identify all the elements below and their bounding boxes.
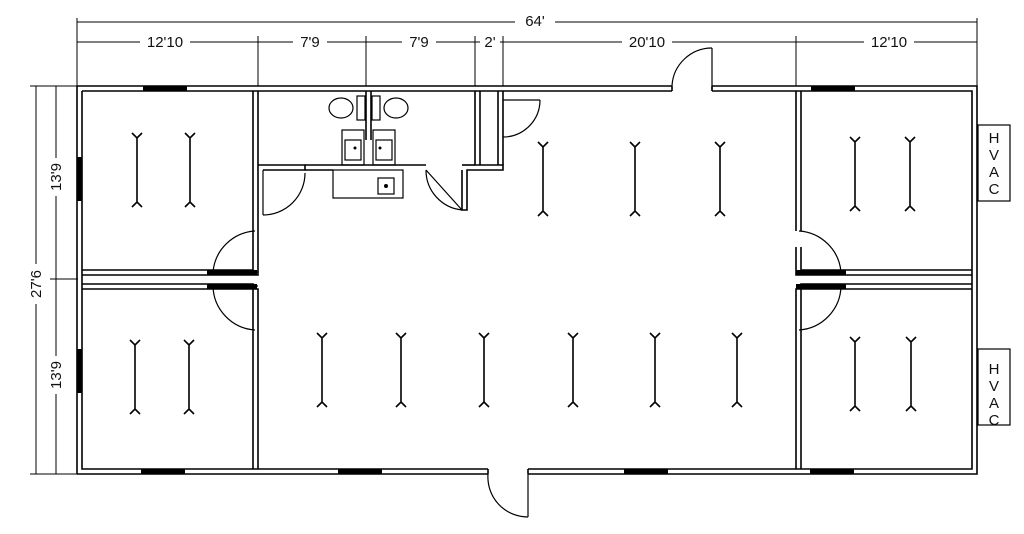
sink-left xyxy=(341,129,365,166)
hvac-upper-letter-v: V xyxy=(989,147,999,164)
hvac-lower-letter-h: H xyxy=(989,361,1000,378)
overall-width-label: 64' xyxy=(525,13,545,30)
hvac-upper-letter-a: A xyxy=(989,164,999,181)
dim-label-lower-office: 13'9 xyxy=(48,361,65,389)
dim-label-open-area: 20'10 xyxy=(629,34,665,51)
light-fixture xyxy=(395,332,407,408)
plumbing-fixtures xyxy=(328,95,409,199)
windows xyxy=(77,86,855,474)
toilet-left xyxy=(328,95,366,121)
doors xyxy=(212,47,842,518)
light-fixture xyxy=(478,332,490,408)
hvac-unit-lower: H V A C xyxy=(977,348,1011,429)
light-fixtures xyxy=(129,132,917,415)
light-fixture xyxy=(629,141,641,217)
dim-label-restroom-1: 7'9 xyxy=(300,34,320,51)
dim-label-upper-office: 13'9 xyxy=(48,163,65,191)
sink-right xyxy=(372,129,396,166)
hvac-lower-letter-c: C xyxy=(989,412,1000,429)
light-fixture xyxy=(567,332,579,408)
overall-depth-label: 27'6 xyxy=(28,270,45,298)
toilet-right xyxy=(371,95,409,121)
dim-label-office-left: 12'10 xyxy=(147,34,183,51)
hvac-upper-letter-c: C xyxy=(989,181,1000,198)
light-fixture xyxy=(537,141,549,217)
light-fixture xyxy=(131,132,143,208)
hvac-lower-letter-a: A xyxy=(989,395,999,412)
light-fixture xyxy=(183,339,195,415)
light-fixture xyxy=(849,136,861,212)
dim-label-office-right: 12'10 xyxy=(871,34,907,51)
hvac-unit-upper: H V A C xyxy=(977,124,1011,202)
light-fixture xyxy=(714,141,726,217)
light-fixture xyxy=(129,339,141,415)
light-fixture xyxy=(904,136,916,212)
dimension-labels: 64' 12'10 7'9 7'9 2' 20'10 12'10 27'6 13… xyxy=(27,12,914,394)
light-fixture xyxy=(849,336,861,412)
exterior-walls xyxy=(76,85,978,475)
hvac-upper-letter-h: H xyxy=(989,130,1000,147)
counter-sink xyxy=(332,169,404,199)
light-fixture xyxy=(649,332,661,408)
dim-label-closet: 2' xyxy=(484,34,495,51)
hvac-lower-letter-v: V xyxy=(989,378,999,395)
light-fixture xyxy=(905,336,917,412)
light-fixture xyxy=(316,332,328,408)
light-fixture xyxy=(184,132,196,208)
dim-label-restroom-2: 7'9 xyxy=(409,34,429,51)
dimension-lines xyxy=(30,18,978,475)
interior-walls xyxy=(82,91,972,469)
light-fixture xyxy=(731,332,743,408)
